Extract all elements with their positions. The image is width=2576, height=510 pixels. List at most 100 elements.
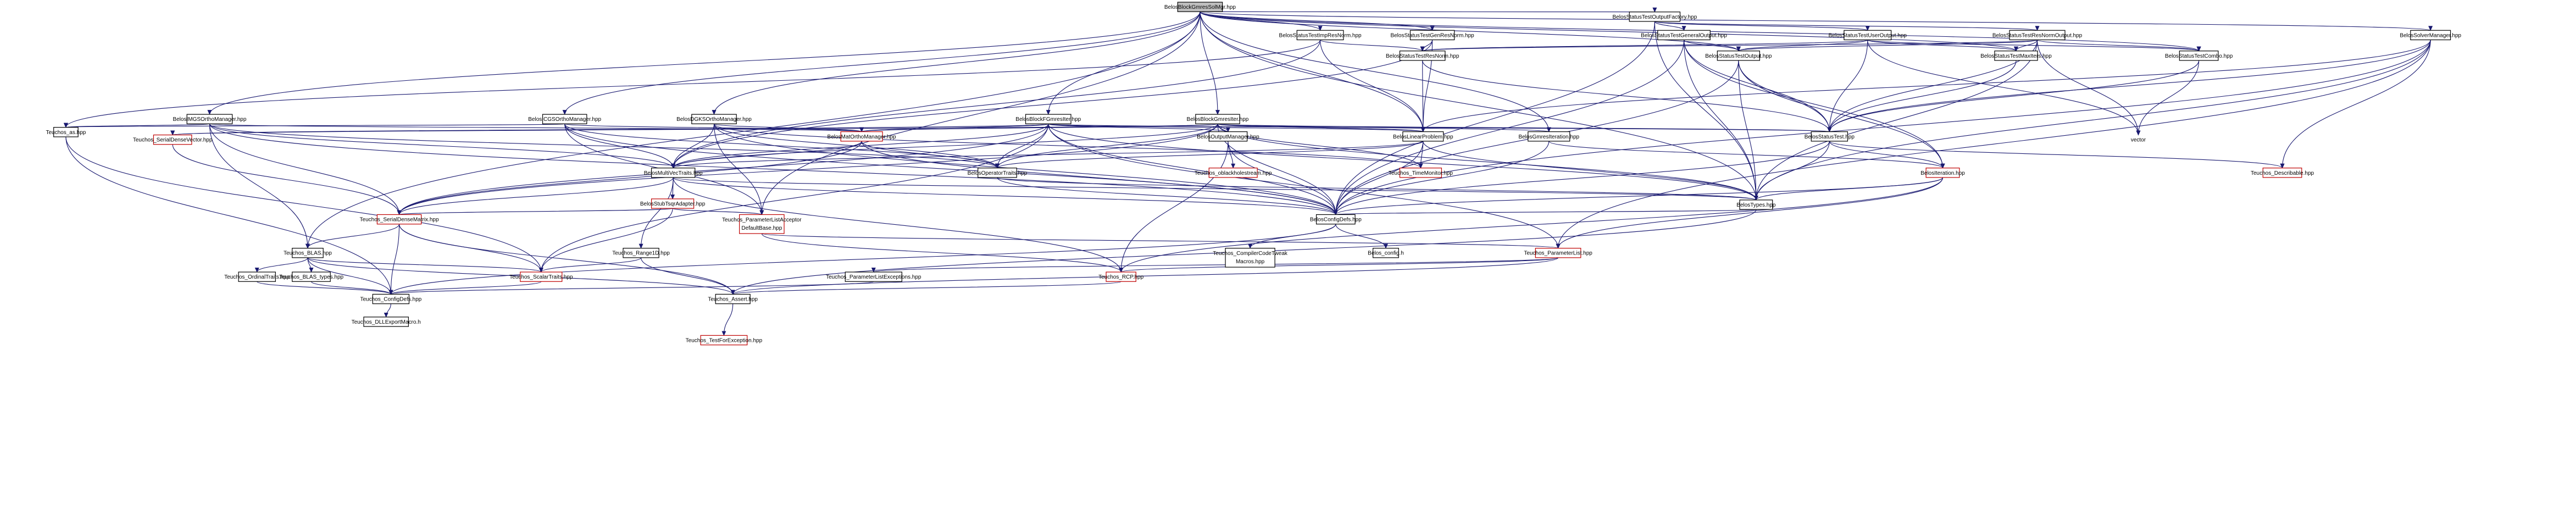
node-box <box>1025 114 1072 124</box>
edge-strno-to-stout <box>1736 39 2038 52</box>
node-lapack[interactable]: Teuchos_as.hpp <box>46 127 86 137</box>
edge-types-to-cfgdefs <box>1334 209 1757 215</box>
edge-strno-to-strn <box>1420 39 2038 52</box>
edge-icgs-to-orthomgr <box>564 123 864 132</box>
node-box <box>372 293 410 304</box>
node-plexc[interactable]: Teuchos_ParameterListExceptions.hpp <box>826 271 921 282</box>
node-strn[interactable]: BelosStatusTestResNorm.hpp <box>1386 51 1459 61</box>
node-label: Teuchos_Range1D.hpp <box>612 251 670 257</box>
node-label: Belos_config.h <box>1368 251 1404 257</box>
node-label: BelosBlockGmresSolMgr.hpp <box>1164 4 1236 10</box>
node-label: BelosBlockFGmresIter.hpp <box>1015 117 1081 123</box>
node-assert[interactable]: Teuchos_Assert.hpp <box>708 293 758 304</box>
node-rcp[interactable]: Teuchos_RCP.hpp <box>1098 271 1144 282</box>
node-outmgr[interactable]: BelosOutputManager.hpp <box>1197 131 1259 142</box>
node-testfor[interactable]: Teuchos_TestForException.hpp <box>686 335 763 346</box>
node-oblack[interactable]: Teuchos_oblackholestream.hpp <box>1195 168 1272 178</box>
node-box <box>1106 271 1136 282</box>
node-label: BelosStatusTestGenResNorm.hpp <box>1390 32 1474 38</box>
node-label: Teuchos_ParameterListExceptions.hpp <box>826 274 921 280</box>
node-bfgi[interactable]: BelosBlockFGmresIter.hpp <box>1015 114 1081 124</box>
edge-stgo-to-iter <box>1684 40 1945 169</box>
node-sdv[interactable]: Teuchos_SerialDenseVector.hpp <box>133 134 213 145</box>
edge-dgks-to-pla <box>713 124 764 215</box>
node-ooo[interactable]: BelosOperatorTraits.hpp <box>968 168 1028 178</box>
edge-bfgi-to-outmgr <box>1048 123 1230 132</box>
node-types[interactable]: BelosTypes.hpp <box>1736 199 1776 210</box>
node-descr[interactable]: Teuchos_Describable.hpp <box>2251 168 2314 178</box>
edge-range-to-scalar <box>538 257 642 273</box>
node-box <box>2009 30 2066 41</box>
node-label: vector <box>2131 137 2146 143</box>
edge-stoutf-to-stuo <box>1654 21 1870 31</box>
node-dgks[interactable]: BelosDGKSOrthoManager.hpp <box>676 114 752 124</box>
node-box <box>1717 51 1760 61</box>
edge-imgs-to-sdm <box>209 124 402 215</box>
node-scalar[interactable]: Teuchos_ScalarTraits.hpp <box>509 271 573 282</box>
node-sto[interactable]: BelosStatusTestMaxIters.hpp <box>1980 51 2052 61</box>
node-bgi[interactable]: BelosBlockGmresIter.hpp <box>1187 114 1249 124</box>
node-stout[interactable]: BelosStatusTestOutput.hpp <box>1705 51 1772 61</box>
node-stuo[interactable]: BelosStatusTestUserOutput.hpp <box>1829 30 1907 41</box>
edge-stoutf-to-strno <box>1654 21 2039 31</box>
node-pla[interactable]: Teuchos_ParameterListAcceptorDefaultBase… <box>722 214 802 234</box>
node-belosconfig[interactable]: Belos_config.h <box>1368 248 1404 258</box>
edge-solmgr-to-cfgdefs <box>1333 40 2431 215</box>
edge-dgks-to-ooo <box>713 124 1000 169</box>
node-tcfg[interactable]: Teuchos_ConfigDefs.hpp <box>360 293 422 304</box>
node-box <box>542 114 587 124</box>
node-gmresiter[interactable]: BelosGmresIteration.hpp <box>1518 131 1580 142</box>
node-stoutf[interactable]: BelosStatusTestOutputFactory.hpp <box>1612 12 1697 22</box>
edge-range-to-assert <box>641 257 735 295</box>
edge-lp-to-types <box>1423 141 1758 201</box>
node-stgo[interactable]: BelosStatusTestGeneralOutput.hpp <box>1641 30 1727 41</box>
edge-scalar-to-tcfg <box>388 281 542 295</box>
node-stcombo[interactable]: BelosStatusTestCombo.hpp <box>2165 51 2233 61</box>
node-stubtsqr[interactable]: BelosStubTsqrAdapter.hpp <box>640 198 706 209</box>
node-iter[interactable]: BelosIteration.hpp <box>1920 168 1965 178</box>
node-box <box>1195 114 1240 124</box>
node-label: BelosStatusTestMaxIters.hpp <box>1980 53 2052 59</box>
edge-mvt-to-types <box>673 177 1758 201</box>
node-cfgdefs[interactable]: BelosConfigDefs.hpp <box>1310 214 1362 225</box>
node-box <box>2410 30 2451 41</box>
node-label: BelosTypes.hpp <box>1736 202 1776 208</box>
node-blas[interactable]: Teuchos_BLAS.hpp <box>284 248 332 258</box>
node-label: Teuchos_Assert.hpp <box>708 297 758 303</box>
node-box <box>1994 51 2038 61</box>
node-stgr[interactable]: BelosStatusTestGenResNorm.hpp <box>1390 30 1474 41</box>
node-box <box>292 271 331 282</box>
edge-root-to-bgi <box>1200 12 1220 115</box>
edge-bfgi-to-ooo <box>995 124 1049 169</box>
node-solmgr[interactable]: BelosSolverManager.hpp <box>2400 30 2462 41</box>
node-imgs[interactable]: BelosIMGSOrthoManager.hpp <box>173 114 247 124</box>
edge-stir-to-mvt <box>671 40 1321 169</box>
node-label: BelosStatusTestResNorm.hpp <box>1386 53 1459 59</box>
node-box <box>1399 51 1446 61</box>
node-timemon[interactable]: Teuchos_TimeMonitor.hpp <box>1389 168 1453 178</box>
node-mvt[interactable]: BelosMultiVecTraits.hpp <box>644 168 703 178</box>
node-strno[interactable]: BelosStatusTestResNormOutput.hpp <box>1992 30 2083 41</box>
node-lp[interactable]: BelosLinearProblem.hpp <box>1393 131 1453 142</box>
node-blastypes[interactable]: Teuchos_BLAS_types.hpp <box>279 271 344 282</box>
node-range[interactable]: Teuchos_Range1D.hpp <box>612 248 670 258</box>
node-label: BelosStatusTestUserOutput.hpp <box>1829 32 1907 38</box>
node-orthomgr[interactable]: BelosMatOrthoManager.hpp <box>828 131 897 142</box>
node-sdm[interactable]: Teuchos_SerialDenseMatrix.hpp <box>360 214 439 225</box>
node-plist[interactable]: Teuchos_ParameterList.hpp <box>1524 248 1592 258</box>
node-ordtr[interactable]: Teuchos_OrdinalTraits.hpp <box>224 271 290 282</box>
node-stat[interactable]: BelosStatusTest.hpp <box>1805 131 1855 142</box>
edge-rcp-to-assert <box>731 281 1122 295</box>
node-dll[interactable]: Teuchos_DLLExportMacro.h <box>352 317 421 327</box>
node-box <box>186 114 233 124</box>
node-icgs[interactable]: BelosICGSOrthoManager.hpp <box>528 114 602 124</box>
node-stir[interactable]: BelosStatusTestImpResNorm.hpp <box>1279 30 1362 41</box>
node-root[interactable]: BelosBlockGmresSolMgr.hpp <box>1164 2 1236 12</box>
edge-orthomgr-to-ooo <box>861 141 1000 169</box>
edge-dgks-to-orthomgr <box>713 123 864 132</box>
node-vector[interactable]: vector <box>2131 137 2146 143</box>
edge-strno-to-vector <box>2036 40 2141 136</box>
edge-solmgr-to-lp <box>1420 40 2431 132</box>
